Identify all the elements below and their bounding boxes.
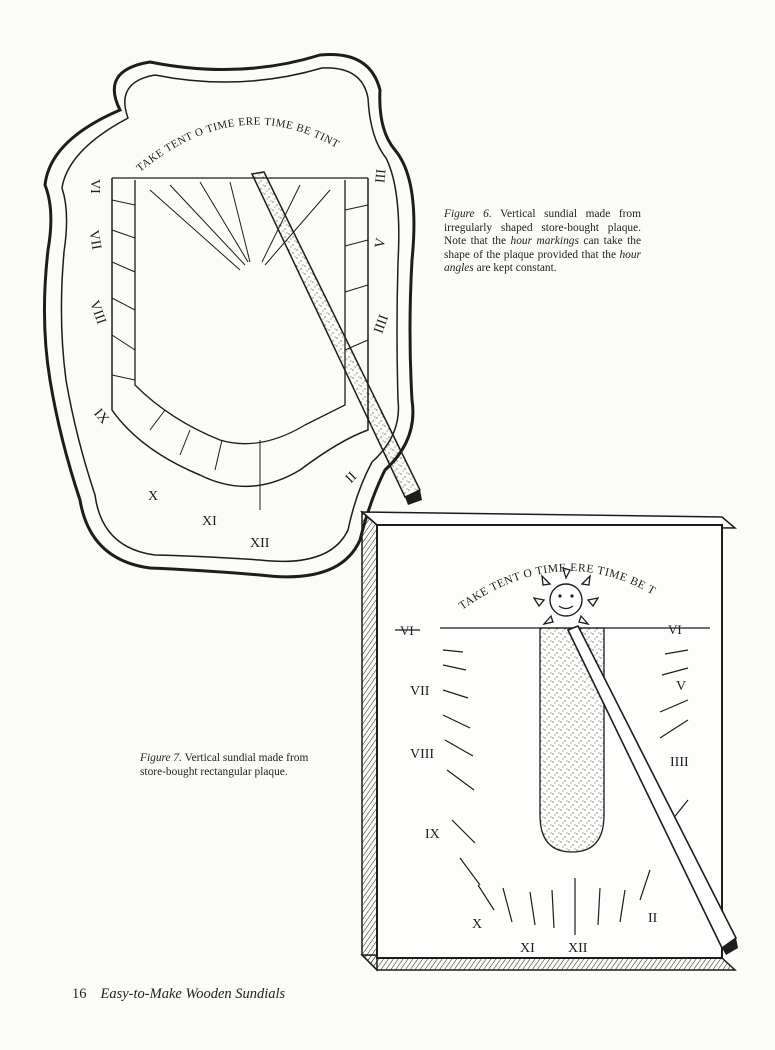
figure7-numeral-10: X — [472, 917, 482, 932]
figure7-numeral-11: XI — [520, 941, 535, 956]
figure7-numeral-2: II — [648, 911, 658, 926]
figure6-caption-text-2: can take the shape of the plaque provide… — [444, 235, 642, 261]
figure6-plaque-face — [60, 67, 400, 563]
figure7-caption-title: Figure 7. — [140, 752, 182, 764]
figure6-numeral-3: III — [373, 168, 389, 184]
book-title: Easy-to-Make Wooden Sundials — [100, 986, 286, 1002]
figure7-numeral-9: IX — [425, 827, 440, 842]
figure6-dial-band — [111, 178, 369, 488]
figure6-numeral-11: XI — [202, 514, 217, 529]
figure7-sundial: TAKE TENT O TIME ERE TIME BE TINT — [0, 0, 738, 972]
figure7-stipple-slot — [539, 627, 605, 853]
figure6-numeral-5: V — [373, 237, 390, 250]
figure6-numeral-6: VI — [87, 179, 102, 194]
figure6-sundial: TAKE TENT O TIME ERE TIME BE TINT — [42, 52, 422, 579]
figure6-numeral-10: X — [148, 489, 158, 504]
page-footer: 16 Easy-to-Make Wooden Sundials — [72, 986, 285, 1003]
sun-face-icon — [532, 567, 600, 626]
figure6-caption-title: Figure 6. — [444, 208, 492, 220]
figure7-plaque-side-edge — [361, 510, 378, 972]
figure7-hour-lines — [442, 649, 689, 935]
figure6-numeral-7: VII — [85, 229, 103, 251]
figure7-numerals: VI VII VIII IX X XI XII VI V IIII II — [400, 622, 689, 956]
figure7-numeral-7: VII — [410, 684, 430, 699]
figure6-caption-text-3: are kept constant. — [473, 262, 557, 275]
figure6-caption: Figure 6. Vertical sundial made from irr… — [444, 208, 641, 276]
figure7-numeral-6-left: VI — [400, 623, 414, 638]
figure6-motto: TAKE TENT O TIME ERE TIME BE TINT — [134, 116, 341, 175]
figure7-numeral-5: V — [676, 679, 686, 694]
figure7-numeral-12: XII — [568, 941, 588, 956]
figure6-numeral-9: IX — [90, 406, 111, 427]
figure6-hour-lines — [111, 181, 369, 510]
figure6-numeral-4: IIII — [372, 313, 393, 336]
figure7-numeral-4: IIII — [670, 755, 689, 770]
figure6-plaque-edge — [42, 52, 416, 579]
figure7-numeral-8: VIII — [410, 747, 434, 762]
figure6-caption-emphasis-1: hour markings — [510, 235, 579, 248]
page-number: 16 — [72, 986, 87, 1002]
figure6-gnomon — [250, 171, 422, 498]
figure6-numeral-8: VIII — [86, 299, 108, 327]
figure7-caption-text: Vertical sundial made from store-bought … — [140, 752, 309, 778]
figure7-caption: Figure 7. Vertical sundial made from sto… — [140, 752, 337, 779]
figure6-caption-text-1: Vertical sundial made from irregularly s… — [444, 208, 641, 248]
figure6-numeral-12: XII — [250, 536, 270, 551]
figure6-caption-emphasis-2: hour angles — [444, 248, 641, 275]
figure7-numeral-6-right: VI — [668, 622, 682, 637]
figure6-numeral-2: II — [343, 469, 360, 486]
